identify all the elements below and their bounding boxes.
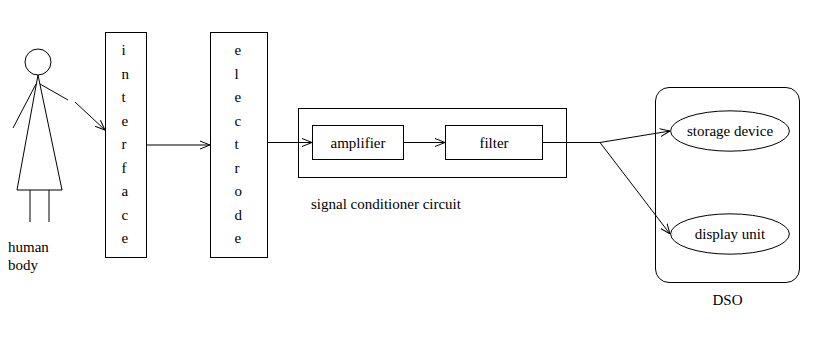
signal-arrow xyxy=(75,102,105,130)
figure-arm xyxy=(13,84,36,128)
electrode-block: electrode xyxy=(210,32,268,258)
dso-box: DSOstorage devicedisplay unit xyxy=(655,87,800,283)
display-ellipse: display unit xyxy=(670,213,790,255)
signal-arrow xyxy=(543,131,670,143)
figure-leg xyxy=(30,190,31,222)
human-figure: human body xyxy=(3,40,75,275)
stick-figure xyxy=(13,49,68,222)
node-label: amplifier xyxy=(331,134,386,152)
conditioner-box: signal conditioner circuitamplifierfilte… xyxy=(298,108,567,178)
figure-leg xyxy=(49,190,50,222)
signal-arrow xyxy=(543,143,670,235)
node-label: storage device xyxy=(687,122,773,140)
storage-ellipse: storage device xyxy=(670,110,790,152)
node-label: electrode xyxy=(235,39,236,251)
node-label: DSO xyxy=(656,291,799,309)
node-label: display unit xyxy=(695,225,765,243)
signal-arrow xyxy=(404,142,445,143)
ellipse-shape xyxy=(671,214,790,254)
node-label: filter xyxy=(479,134,508,152)
signal-arrow xyxy=(147,145,210,146)
signal-arrow xyxy=(268,142,312,143)
node-label: interface xyxy=(122,39,123,251)
process-box: amplifier xyxy=(312,125,404,160)
interface-block: interface xyxy=(105,32,147,258)
node-label: signal conditioner circuit xyxy=(311,195,578,213)
figure-head xyxy=(25,49,51,75)
ellipse-shape xyxy=(671,111,790,151)
process-box: filter xyxy=(445,125,543,160)
figure-arm xyxy=(40,84,68,100)
node-label: human body xyxy=(8,238,63,274)
